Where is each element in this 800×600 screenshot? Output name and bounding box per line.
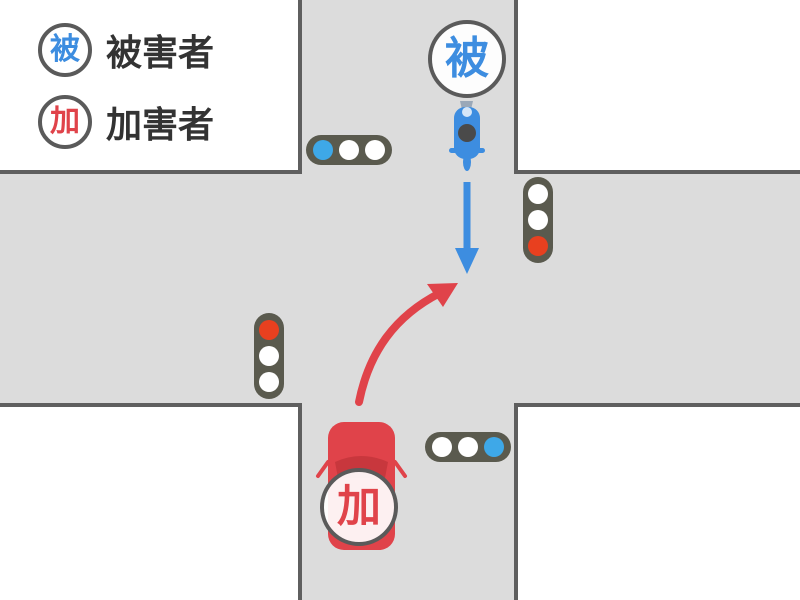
signal-south-lamp-1 [432, 437, 452, 457]
curb-top-right [514, 0, 800, 174]
signal-north [306, 135, 392, 165]
signal-west [254, 313, 284, 399]
legend-offender-glyph: 加 [50, 104, 80, 139]
signal-west-lamp-3 [259, 372, 279, 392]
victim-marker-glyph: 被 [445, 33, 489, 84]
signal-east-lamp-2 [528, 210, 548, 230]
car-side-mirror-right [393, 460, 407, 478]
signal-south [425, 432, 511, 462]
signal-east-lamp-1 [528, 184, 548, 204]
signal-east-lamp-3 [528, 236, 548, 256]
legend-victim-glyph: 被 [50, 32, 80, 67]
legend-victim-badge: 被 [38, 23, 92, 77]
victim-arrow-head [455, 248, 479, 274]
car-side-mirror-left [316, 460, 330, 478]
curb-top-left [0, 0, 302, 174]
signal-north-lamp-2 [339, 140, 359, 160]
right-turn-arrow-icon [355, 283, 458, 406]
curb-bottom-right [514, 403, 800, 600]
signal-west-lamp-2 [259, 346, 279, 366]
victim-marker: 被 [428, 20, 506, 98]
signal-west-lamp-1 [259, 320, 279, 340]
signal-south-lamp-2 [458, 437, 478, 457]
legend-offender: 加 加害者 [38, 92, 214, 152]
offender-marker: 加 [320, 468, 398, 546]
legend-victim: 被 被害者 [38, 20, 214, 80]
legend-victim-label: 被害者 [106, 33, 215, 74]
legend-offender-badge: 加 [38, 95, 92, 149]
signal-east [523, 177, 553, 263]
offender-arrow-shaft [355, 289, 444, 406]
curb-bottom-left [0, 403, 302, 600]
offender-arrow-head [427, 283, 458, 307]
motorcycle-headlight [462, 107, 472, 117]
motorcycle-rider-helmet [458, 124, 476, 142]
offender-marker-glyph: 加 [337, 481, 381, 532]
motorcycle-rear-wheel [463, 153, 471, 171]
legend-offender-label: 加害者 [106, 105, 215, 146]
signal-south-lamp-3 [484, 437, 504, 457]
motorcycle-icon [449, 101, 485, 171]
signal-north-lamp-3 [365, 140, 385, 160]
straight-arrow-icon [455, 182, 479, 274]
signal-north-lamp-1 [313, 140, 333, 160]
